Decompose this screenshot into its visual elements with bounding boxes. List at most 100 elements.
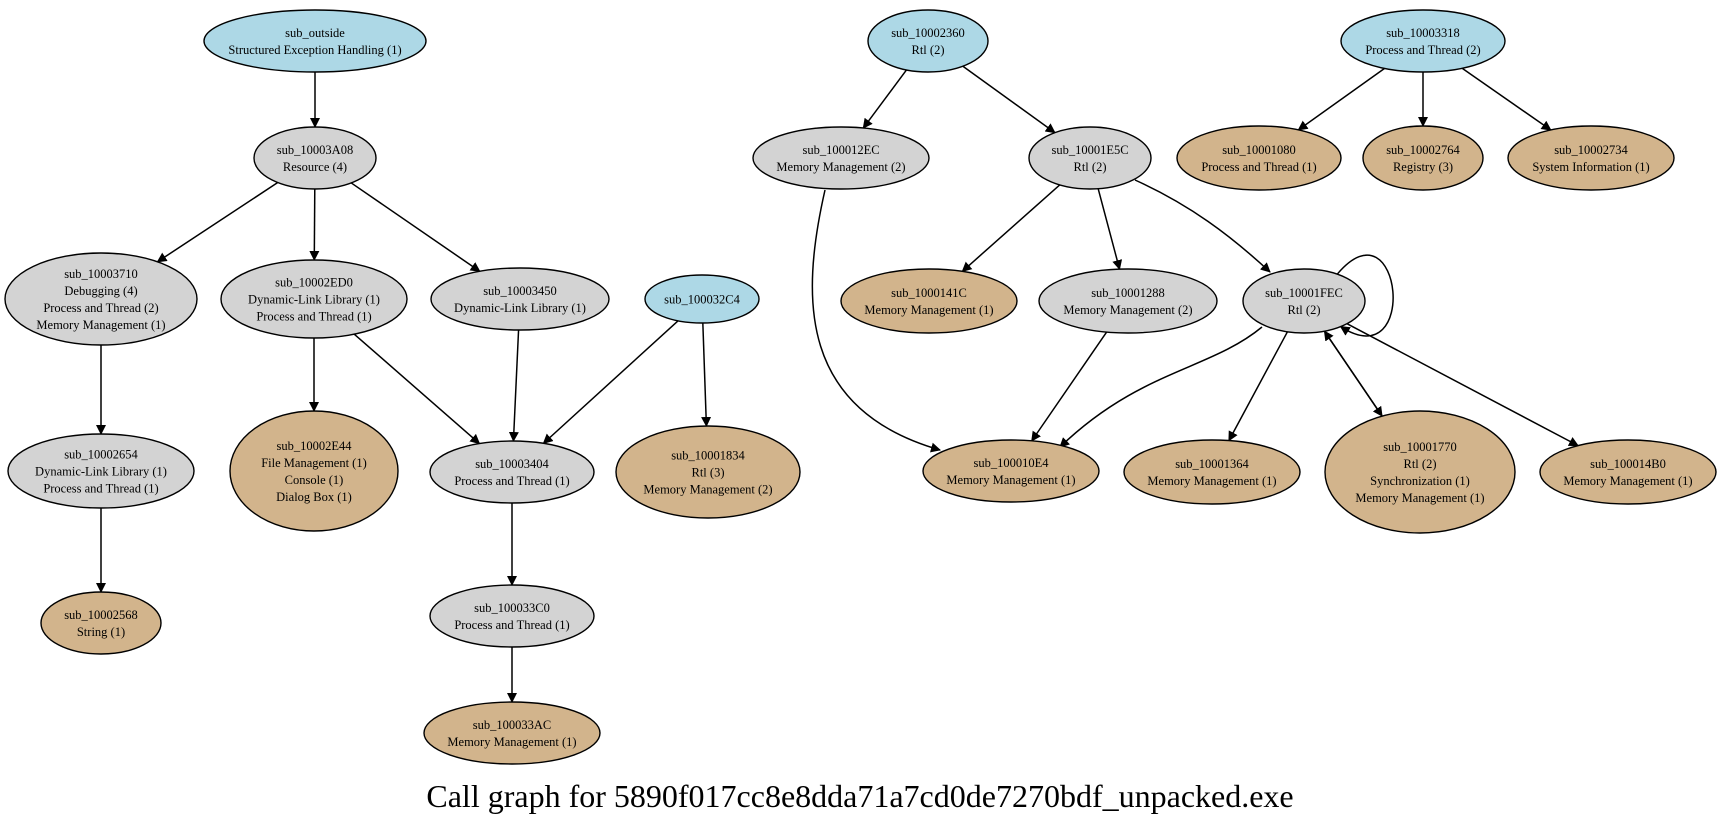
edge-sub_10001FEC-to-sub_100010E4 (1059, 326, 1263, 448)
node-category-label: Memory Management (1) (447, 735, 576, 749)
node-category-label: Process and Thread (2) (43, 301, 158, 315)
node-ellipse (430, 267, 610, 331)
edge-sub_10001E5C-to-sub_1000141C (961, 184, 1061, 273)
node-ellipse (1242, 268, 1366, 334)
node-sub_100033AC[interactable]: sub_100033AC Memory Management (1) (423, 701, 601, 765)
node-ellipse (1324, 410, 1516, 534)
edge-sub_100032C4-to-sub_10003404 (542, 320, 679, 445)
node-name-label: sub_10003710 (64, 267, 138, 281)
node-sub_100032C4[interactable]: sub_100032C4 (644, 274, 760, 324)
node-category-label: Synchronization (1) (1370, 474, 1470, 488)
node-name-label: sub_10001FEC (1265, 286, 1343, 300)
node-category-label: Process and Thread (1) (256, 310, 371, 324)
graph-title: Call graph for 5890f017cc8e8dda71a7cd0de… (426, 778, 1293, 814)
node-category-label: Memory Management (2) (1063, 303, 1192, 317)
node-ellipse (1038, 268, 1218, 334)
node-name-label: sub_10001080 (1222, 143, 1296, 157)
node-ellipse (429, 584, 595, 648)
node-category-label: Rtl (2) (1404, 457, 1437, 471)
node-name-label: sub_10002734 (1554, 143, 1628, 157)
node-name-label: sub_10003450 (483, 284, 557, 298)
edge-sub_10001FEC-to-sub_100014B0 (1346, 323, 1579, 447)
node-category-label: Rtl (2) (912, 43, 945, 57)
node-name-label: sub_10001364 (1175, 457, 1249, 471)
node-name-label: sub_outside (285, 26, 345, 40)
node-ellipse (423, 701, 601, 765)
node-category-label: Process and Thread (2) (1365, 43, 1480, 57)
node-name-label: sub_100014B0 (1590, 457, 1666, 471)
node-category-label: Resource (4) (283, 160, 347, 174)
node-category-label: System Information (1) (1532, 160, 1649, 174)
node-name-label: sub_100010E4 (974, 456, 1050, 470)
node-name-label: sub_10002360 (891, 26, 965, 40)
node-name-label: sub_10003A08 (277, 143, 353, 157)
edge-sub_10003318-to-sub_10001080 (1297, 67, 1386, 131)
node-category-label: Structured Exception Handling (1) (228, 43, 401, 57)
node-name-label: sub_10002ED0 (275, 276, 353, 290)
edge-sub_100012EC-to-sub_100010E4 (811, 189, 941, 453)
node-category-label: Process and Thread (1) (1201, 160, 1316, 174)
node-ellipse (1123, 439, 1301, 505)
node-name-label: sub_10001E5C (1051, 143, 1128, 157)
edge-sub_10003A08-to-sub_10002ED0 (309, 188, 320, 261)
edge-sub_10003A08-to-sub_10003450 (350, 182, 481, 272)
node-ellipse (840, 268, 1018, 334)
node-name-label: sub_10002E44 (277, 439, 353, 453)
node-category-label: Process and Thread (1) (454, 474, 569, 488)
node-sub_10001FEC[interactable]: sub_10001FEC Rtl (2) (1242, 268, 1366, 334)
node-ellipse (1362, 125, 1484, 191)
edge-sub_10001FEC-to-sub_10001364 (1228, 331, 1289, 442)
node-name-label: sub_10001834 (671, 449, 745, 463)
node-category-label: Debugging (4) (64, 284, 137, 298)
node-category-label: Dynamic-Link Library (1) (248, 293, 380, 307)
node-name-label: sub_100033C0 (474, 601, 550, 615)
node-ellipse (1176, 125, 1342, 191)
node-category-label: Memory Management (1) (36, 318, 165, 332)
node-category-label: Memory Management (1) (946, 473, 1075, 487)
node-category-label: Memory Management (1) (1355, 491, 1484, 505)
edge-sub_10003450-to-sub_10003404 (508, 329, 520, 443)
node-ellipse (203, 9, 427, 73)
node-ellipse (867, 9, 989, 73)
edge-sub_10002360-to-sub_100012EC (862, 69, 908, 129)
node-name-label: sub_10003318 (1386, 26, 1460, 40)
node-category-label: Process and Thread (1) (454, 618, 569, 632)
node-category-label: Memory Management (2) (643, 483, 772, 497)
node-ellipse (1340, 9, 1506, 73)
node-name-label: sub_10001770 (1383, 440, 1457, 454)
node-category-label: Registry (3) (1393, 160, 1453, 174)
node-category-label: Rtl (2) (1288, 303, 1321, 317)
node-category-label: Dynamic-Link Library (1) (35, 465, 167, 479)
edge-sub_10003A08-to-sub_10003710 (156, 181, 279, 263)
node-ellipse (7, 433, 195, 509)
edge-sub_10003318-to-sub_10002734 (1461, 67, 1552, 131)
node-ellipse (615, 425, 801, 519)
node-ellipse (752, 126, 930, 190)
node-name-label: sub_100033AC (473, 718, 551, 732)
node-ellipse (644, 274, 760, 324)
